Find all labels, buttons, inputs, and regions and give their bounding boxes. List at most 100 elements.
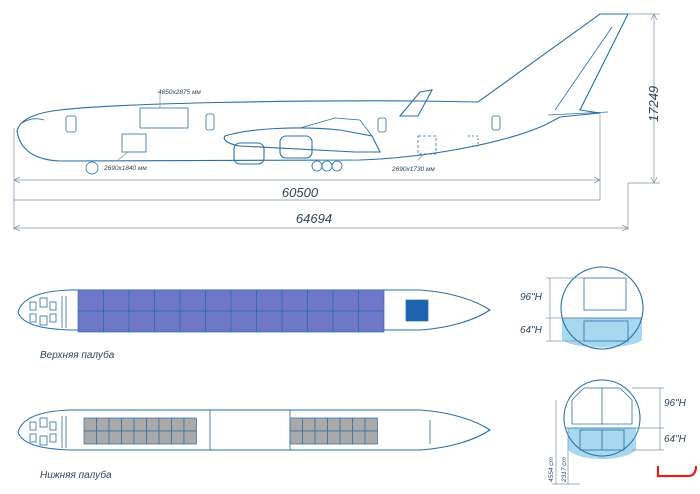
height-dimension: 17249 xyxy=(628,13,661,184)
cockpit-line xyxy=(21,118,45,124)
cs-upper-96-label: 96"H xyxy=(520,292,543,303)
upper-pallet xyxy=(205,289,232,312)
total-length-label: 64694 xyxy=(296,211,332,226)
lower-container xyxy=(96,417,110,432)
upper-deck-plan: Верхняя палуба xyxy=(17,289,491,361)
cs-upper-container xyxy=(583,320,629,342)
lower-container xyxy=(327,417,341,432)
upper-deck-outline xyxy=(17,289,491,331)
upper-pallet xyxy=(281,289,308,312)
lower-container xyxy=(108,430,122,445)
cs-lower-fuselage xyxy=(563,379,641,457)
cs-upper-belly-fill xyxy=(562,318,642,348)
upper-pallet xyxy=(103,310,130,333)
main-cargo-door xyxy=(139,107,189,129)
stabilizer-line xyxy=(547,111,609,116)
main-gear-3 xyxy=(331,160,343,172)
lower-container xyxy=(339,430,353,445)
upper-pallet xyxy=(103,289,130,312)
cross-section-lower: 96"H 64"H 4554 cm 2317 cm xyxy=(548,379,687,485)
tail-rudder-line xyxy=(554,26,613,111)
fuselage-outline xyxy=(16,13,629,162)
upper-pallet xyxy=(205,310,232,333)
lower-container xyxy=(302,417,316,432)
upper-pallet xyxy=(230,310,257,333)
upper-pallet xyxy=(332,310,359,333)
lower-container xyxy=(183,417,197,432)
door-front-label: 2690x1840 мм xyxy=(103,165,147,172)
lower-container xyxy=(108,417,122,432)
upper-pallet xyxy=(179,289,206,312)
lower-container xyxy=(121,430,135,445)
lower-container xyxy=(171,417,185,432)
cs-upper-64-label: 64"H xyxy=(520,325,543,336)
lower-container xyxy=(96,430,110,445)
dorsal-fin xyxy=(398,89,434,117)
tail-door xyxy=(491,115,501,131)
mid-door xyxy=(205,113,215,131)
door-top-label: 4850x2875 мм xyxy=(158,89,201,96)
lower-container xyxy=(146,430,160,445)
aft-hatch xyxy=(468,135,479,147)
upper-pallet xyxy=(358,289,385,312)
lower-deck-plan: Нижняя палуба xyxy=(17,409,491,481)
nose-gear xyxy=(85,161,99,175)
upper-pallet xyxy=(128,310,155,333)
upper-pallet xyxy=(307,289,334,312)
upper-pallet xyxy=(154,310,181,333)
lower-container xyxy=(339,417,353,432)
lower-container xyxy=(171,430,185,445)
cs-upper-pallet xyxy=(583,277,627,311)
upper-pallet xyxy=(281,310,308,333)
corner-mark-icon xyxy=(656,465,698,478)
cs-lower-2317-label: 2317 cm xyxy=(561,456,568,483)
wing-root-line xyxy=(299,117,373,137)
lower-container xyxy=(314,430,328,445)
upper-pallet xyxy=(77,310,104,333)
lower-container xyxy=(146,417,160,432)
upper-pallet-grid xyxy=(77,289,385,333)
wing-outline xyxy=(223,127,381,153)
lower-container xyxy=(289,430,303,445)
upper-pallet xyxy=(256,310,283,333)
lower-container xyxy=(352,417,366,432)
lower-container xyxy=(83,417,97,432)
lower-container xyxy=(83,430,97,445)
lower-hold-partitions xyxy=(209,410,291,450)
upper-pallet xyxy=(77,289,104,312)
lower-front-container-grid xyxy=(83,417,197,445)
leader-front xyxy=(117,151,129,161)
lower-container xyxy=(314,417,328,432)
length-dimensions: 60500 64694 xyxy=(13,112,629,232)
lower-deck-outline xyxy=(17,409,491,451)
lower-container xyxy=(158,430,172,445)
upper-pallet xyxy=(358,310,385,333)
upper-pallet xyxy=(332,289,359,312)
upper-deck-caption: Верхняя палуба xyxy=(40,349,115,361)
front-lower-door xyxy=(121,133,147,153)
lower-container xyxy=(289,417,303,432)
engine-2 xyxy=(279,135,313,159)
lower-cockpit-seats xyxy=(29,416,67,448)
main-gear-1 xyxy=(311,160,323,172)
upper-pallet xyxy=(256,289,283,312)
rear-lower-door xyxy=(417,135,437,155)
side-view-aircraft: 4850x2875 мм 2690x1840 мм 2690x1730 мм xyxy=(16,13,629,175)
lower-container xyxy=(133,417,147,432)
lower-rear-container-grid xyxy=(289,417,378,445)
upper-pallet xyxy=(307,310,334,333)
lower-container xyxy=(352,430,366,445)
lower-container xyxy=(364,417,378,432)
upper-pallet xyxy=(179,310,206,333)
height-label: 17249 xyxy=(646,86,661,122)
cs-lower-pallet xyxy=(571,387,633,425)
door-rear-label: 2690x1730 мм xyxy=(391,166,435,173)
fuselage-length-label: 60500 xyxy=(282,185,319,200)
main-gear-2 xyxy=(321,160,333,172)
engine-1 xyxy=(233,142,265,165)
upper-pallet xyxy=(154,289,181,312)
upper-pallet xyxy=(230,289,257,312)
cs-upper-fuselage xyxy=(560,266,644,350)
rear-door xyxy=(377,117,387,133)
